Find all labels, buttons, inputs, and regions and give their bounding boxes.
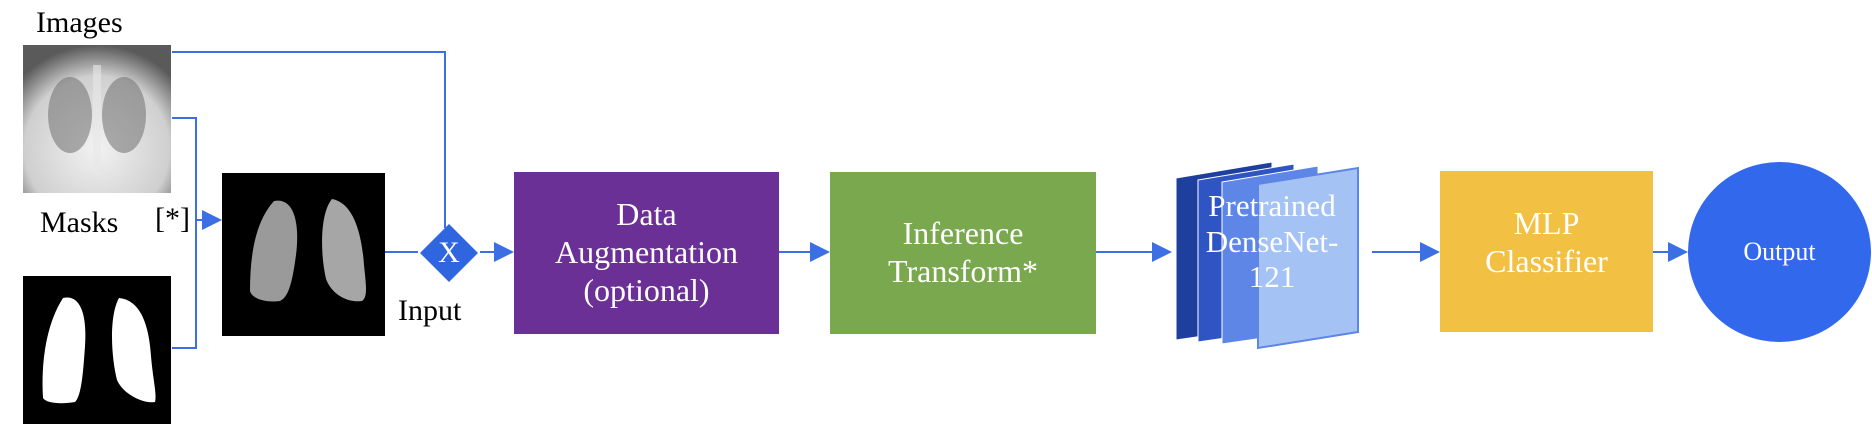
data-augmentation-block: Data Augmentation (optional)	[514, 172, 779, 334]
input-label: Input	[398, 294, 462, 327]
mlp-classifier-block: MLP Classifier	[1440, 171, 1653, 332]
output-label: Output	[1743, 236, 1816, 266]
augmentation-line-1: Data	[616, 196, 677, 233]
masked-lung-image	[222, 173, 385, 336]
mask-bracket-line	[172, 117, 197, 349]
multiply-diamond-icon: X	[418, 222, 480, 284]
output-node: Output	[1688, 162, 1871, 342]
inference-line-2: Transform*	[888, 253, 1038, 289]
inference-transform-block: Inference Transform*	[830, 172, 1096, 334]
densenet-label: Pretrained DenseNet- 121	[1172, 188, 1372, 295]
mlp-line-1: MLP	[1513, 204, 1580, 241]
densenet-line-2: DenseNet-	[1205, 223, 1339, 259]
images-label: Images	[36, 6, 123, 39]
augmentation-line-2: Augmentation	[554, 234, 739, 271]
inference-line-1: Inference	[902, 215, 1024, 252]
chest-xray-image	[23, 45, 171, 193]
masks-label: Masks	[40, 206, 119, 239]
augmentation-line-3: (optional)	[583, 271, 710, 308]
densenet-line-3: 121	[1248, 259, 1296, 295]
multiply-symbol: X	[438, 236, 460, 269]
mlp-line-2: Classifier	[1485, 242, 1608, 279]
lung-mask-image	[23, 276, 171, 424]
mask-marker-label: [*]	[155, 202, 190, 235]
densenet-line-1: Pretrained	[1208, 188, 1336, 223]
image-to-multiply-line	[172, 51, 446, 228]
densenet-stack: Pretrained DenseNet- 121	[1172, 158, 1372, 350]
